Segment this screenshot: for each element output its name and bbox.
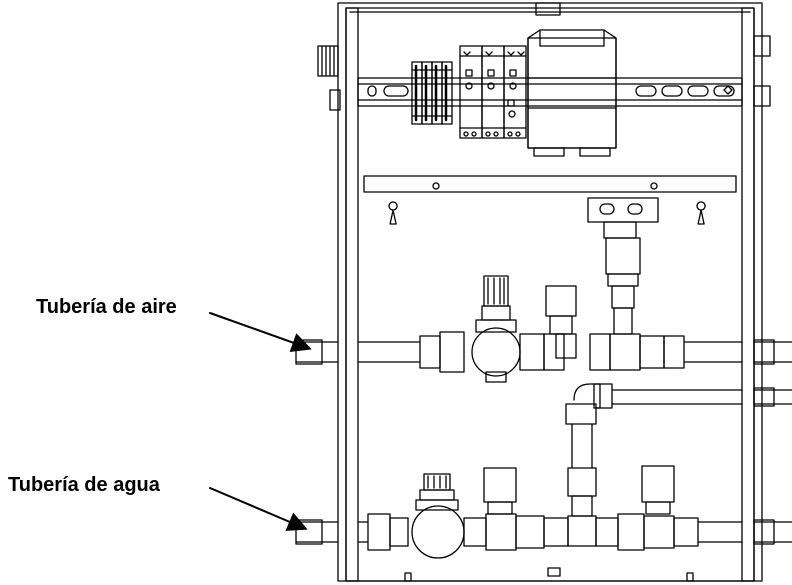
side-fittings	[317, 35, 771, 111]
circuit-modules	[459, 45, 527, 139]
air-pipe-label: Tubería de aire	[36, 296, 177, 318]
water-pipe-label: Tubería de agua	[8, 474, 160, 496]
top-solenoid-valve	[587, 197, 659, 335]
mounting-bar	[363, 175, 737, 225]
enclosure-frame	[337, 2, 763, 582]
air-pipe-run	[295, 275, 792, 383]
water-pipe-run	[295, 465, 792, 559]
pipe-elbow	[565, 383, 792, 469]
terminal-blocks	[411, 61, 453, 125]
callout-arrows	[209, 312, 312, 531]
air-pipe-arrow	[209, 312, 312, 353]
water-pipe-arrow	[209, 487, 308, 531]
power-supply	[527, 29, 617, 157]
